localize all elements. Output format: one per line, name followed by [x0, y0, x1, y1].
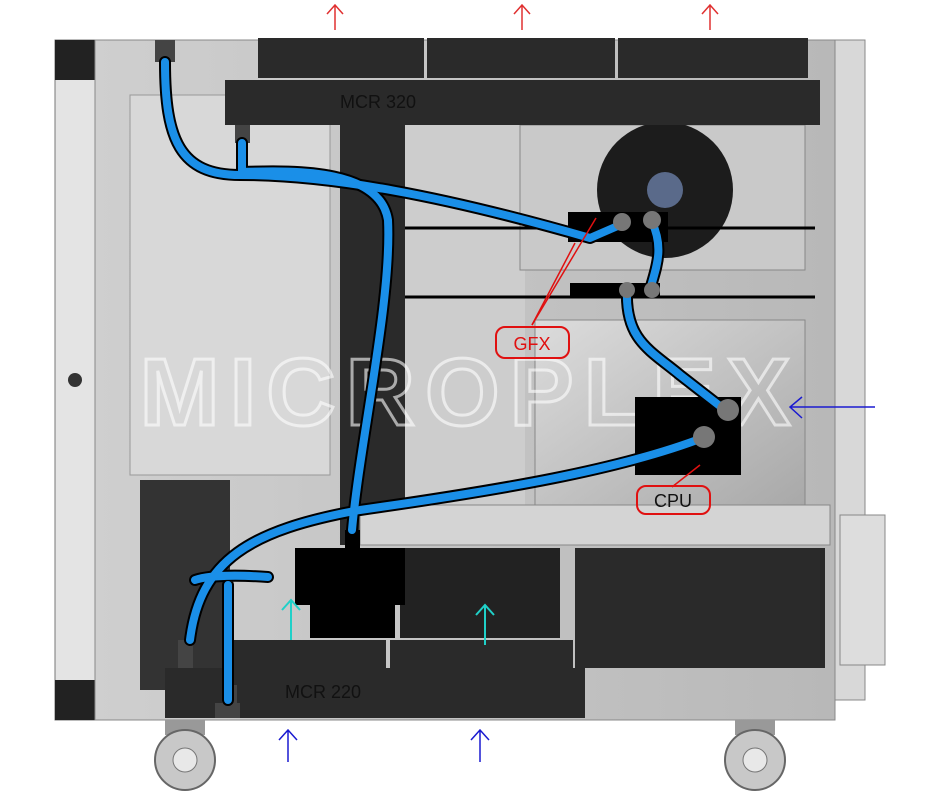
airflow-arrow-icon [475, 603, 495, 645]
bottom-fan-1 [232, 640, 386, 668]
exhaust-arrow-icon [701, 3, 719, 30]
top-fan-3 [618, 38, 808, 78]
pump-block [295, 530, 405, 638]
caster-left [154, 720, 216, 791]
intake-arrow-icon [470, 728, 490, 762]
intake-arrows [278, 396, 875, 762]
exhaust-arrows [326, 3, 719, 30]
gfx-block-bottom [570, 283, 660, 297]
top-fan-1 [258, 38, 424, 78]
bottom-radiator-label: MCR 220 [285, 682, 361, 702]
airflow-arrow-icon [281, 598, 301, 640]
gfx-callout: GFX [495, 217, 597, 359]
gfx-label: GFX [513, 334, 550, 354]
tubing [159, 56, 739, 706]
caster-right [724, 720, 786, 791]
intake-arrow-icon [278, 728, 298, 762]
top-fan-2 [427, 38, 615, 78]
cpu-label: CPU [654, 491, 692, 511]
intake-arrow-icon [788, 396, 875, 419]
cpu-callout: CPU [636, 464, 711, 515]
exhaust-arrow-icon [326, 3, 344, 30]
drive-cage [129, 94, 331, 476]
internal-arrows [281, 598, 495, 645]
bottom-fan-2 [390, 640, 573, 668]
exhaust-arrow-icon [513, 3, 531, 30]
top-radiator-label: MCR 320 [340, 92, 416, 112]
pc-case [54, 39, 886, 721]
top-radiator: MCR 320 [225, 38, 820, 125]
